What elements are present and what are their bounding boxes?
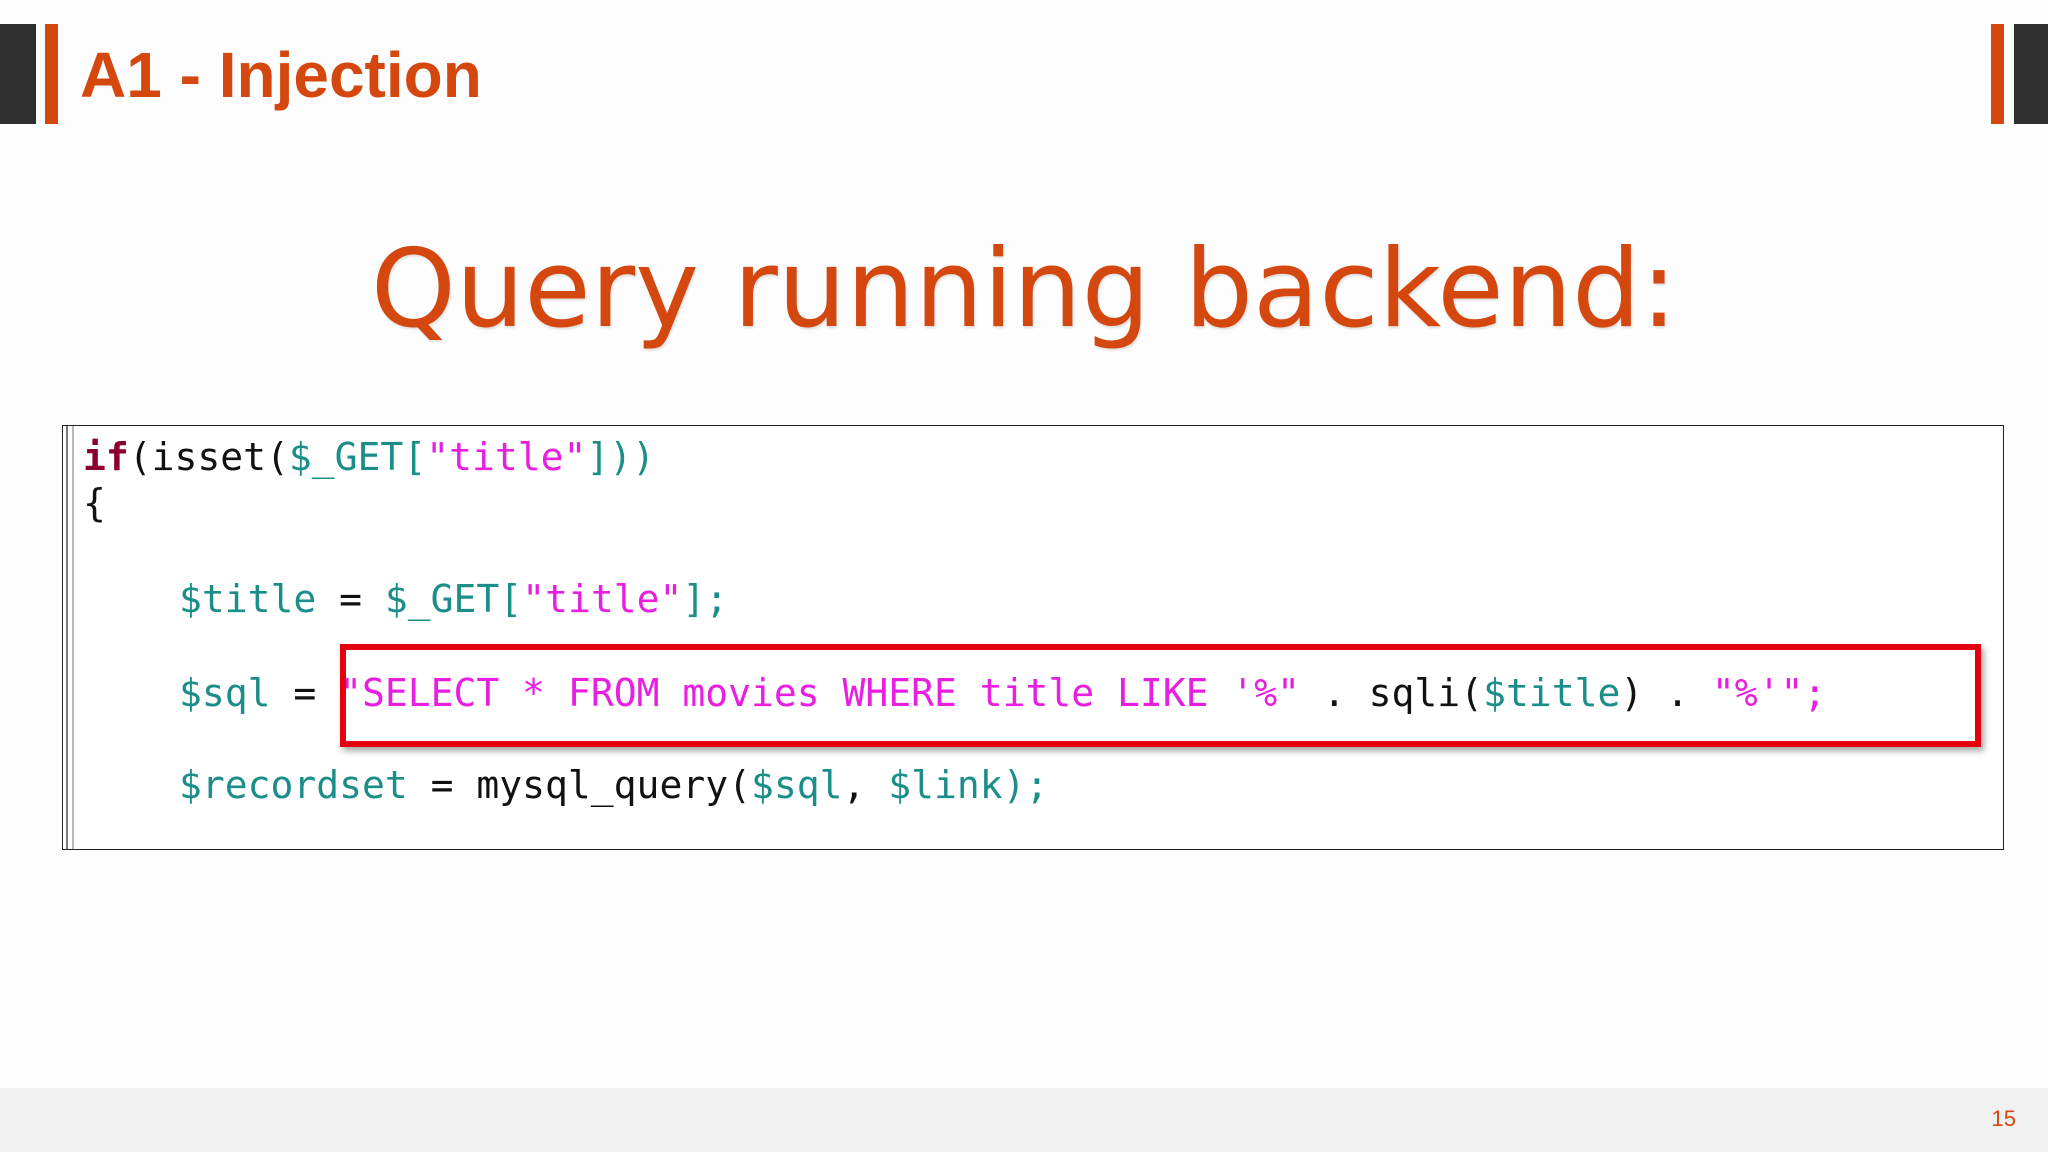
slide-main-title: Query running backend: xyxy=(370,227,1678,352)
code-text: ]; xyxy=(682,577,729,621)
code-string: "SELECT * FROM movies WHERE title LIKE '… xyxy=(339,671,1301,715)
code-text: { xyxy=(83,481,106,525)
code-text: ); xyxy=(1002,763,1049,807)
code-line-4: $sql = "SELECT * FROM movies WHERE title… xyxy=(179,668,1826,718)
code-text: = xyxy=(316,577,385,621)
code-variable: $_GET xyxy=(384,577,500,621)
code-text: , xyxy=(842,763,889,807)
code-text: ])) xyxy=(586,435,655,479)
sql-query-highlight-box xyxy=(340,644,1981,747)
code-line-2: { xyxy=(83,478,106,528)
code-variable: $link xyxy=(888,763,1003,807)
code-line-3: $title = $_GET["title"]; xyxy=(179,574,728,624)
code-text: ) . xyxy=(1620,671,1712,715)
code-text: . sqli( xyxy=(1300,671,1484,715)
code-string: "%'" xyxy=(1711,671,1804,715)
code-gutter xyxy=(66,426,74,849)
header-accent-bar-dark-right xyxy=(2014,24,2048,124)
code-variable: $recordset xyxy=(179,763,408,807)
code-variable: $_GET xyxy=(288,435,404,479)
code-variable: $title xyxy=(179,577,317,621)
code-line-5: $recordset = mysql_query($sql, $link); xyxy=(179,760,1048,810)
code-keyword: if xyxy=(83,435,129,479)
slide-footer xyxy=(0,1088,2048,1152)
code-text: = xyxy=(270,671,340,715)
code-line-1: if(isset($_GET["title"])) xyxy=(83,432,655,482)
page-number: 15 xyxy=(1991,1106,2016,1131)
code-text: [ xyxy=(499,577,523,621)
code-text: ; xyxy=(1803,671,1827,715)
code-text: = mysql_query( xyxy=(407,763,751,807)
code-text: (isset( xyxy=(128,435,289,479)
code-variable: $sql xyxy=(750,763,843,807)
code-variable: $title xyxy=(1483,671,1621,715)
header-accent-bar-orange-left xyxy=(45,24,58,124)
header-accent-bar-dark-left xyxy=(0,24,36,124)
code-string: "title" xyxy=(522,577,683,621)
code-screenshot-panel: if(isset($_GET["title"])) { $title = $_G… xyxy=(62,425,2004,850)
header-accent-bar-orange-right xyxy=(1991,24,2004,124)
slide-header-title: A1 - Injection xyxy=(80,39,482,111)
code-text: [ xyxy=(403,435,427,479)
code-string: "title" xyxy=(426,435,587,479)
code-variable: $sql xyxy=(179,671,271,715)
